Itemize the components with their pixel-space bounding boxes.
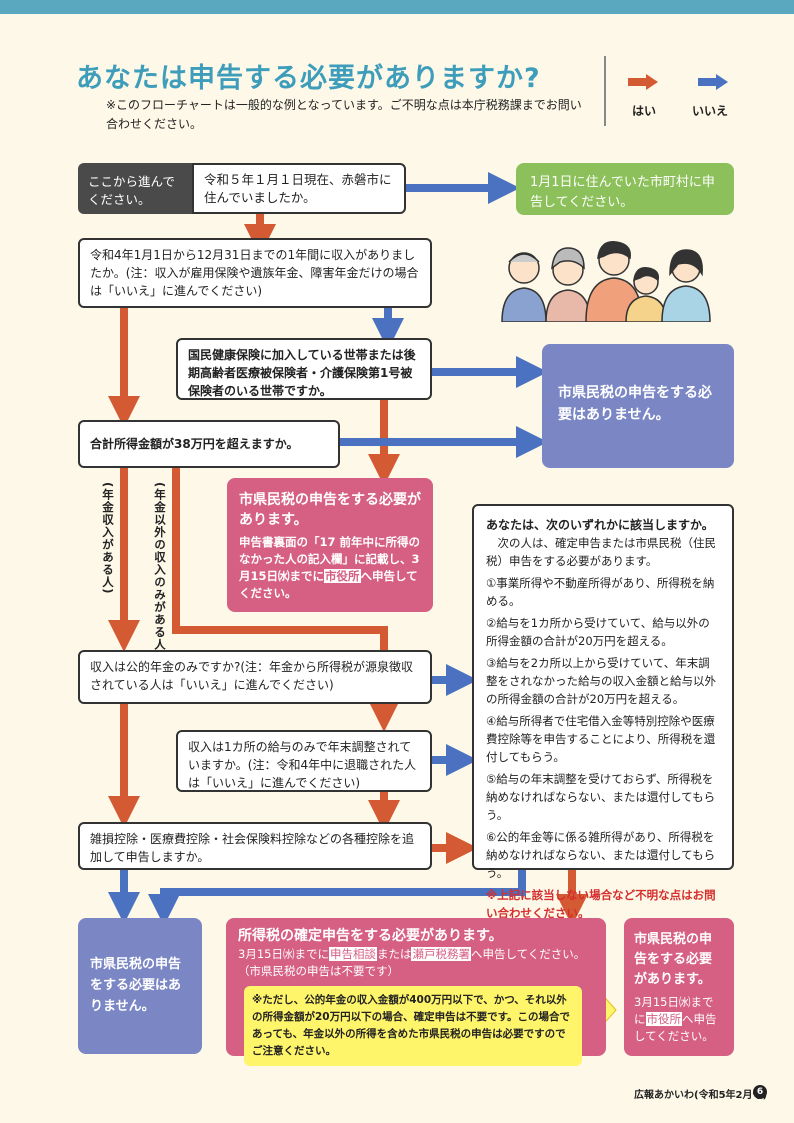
page-title: あなたは申告する必要がありますか?	[76, 63, 541, 94]
family-illustration	[501, 241, 711, 322]
question-insurance: 国民健康保険に加入している世帯または後期高齢者医療被保険者・介護保険第1号被保険…	[176, 338, 432, 400]
city-office-highlight: 市役所	[324, 569, 361, 583]
income-tax-title: 所得税の確定申告をする必要があります。	[238, 928, 503, 944]
city-tax-text-a: 3月15日㈬までに	[634, 995, 714, 1026]
page-number: 6	[753, 1085, 767, 1099]
result-city-tax: 市県民税の申告をする必要があります。 3月15日㈬までに市役所へ申告してください…	[624, 918, 734, 1056]
question-income: 令和4年1月1日から12月31日までの1年間に収入がありましたか。(注：収入が雇…	[78, 238, 432, 308]
question-residence: 令和５年１月１日現在、赤磐市に住んでいましたか。	[192, 163, 406, 214]
city-tax-body: 3月15日㈬までに市役所へ申告してください。	[634, 994, 724, 1045]
divider	[604, 56, 606, 126]
result-no-need-bottom: 市県民税の申告をする必要はありません。	[78, 918, 202, 1054]
city-tax-text-b: へ申告してください。	[634, 1012, 717, 1043]
applicable-warning: ※上記に該当しない場合など不明な点はお問い合わせください。	[486, 888, 716, 920]
city-tax-title: 市県民税の申告をする必要があります。	[634, 932, 713, 987]
result-need-city-tax: 市県民税の申告をする必要があります。 申告書裏面の「17 前年中に所得のなかった…	[227, 478, 433, 612]
applicable-title: あなたは、次のいずれかに該当しますか。	[486, 518, 714, 532]
result-income-tax: 所得税の確定申告をする必要があります。 3月15日㈬までに申告相談または瀬戸税務…	[226, 918, 606, 1066]
header-note: ※このフローチャートは一般的な例となっています。ご不明な点は本庁税務課までお問い…	[106, 98, 582, 131]
city-tax-office-highlight: 市役所	[645, 1012, 682, 1026]
income-tax-note: ※ただし、公的年金の収入金額が400万円以下で、かつ、それ以外の所得金額が20万…	[244, 986, 582, 1066]
legend-no-label: いいえ	[692, 104, 729, 118]
result-need-title: 市県民税の申告をする必要があります。	[239, 492, 421, 528]
start-label: ここから進んでください。	[78, 163, 194, 214]
tax-office-highlight: 瀬戸税務署	[411, 947, 471, 961]
top-bar	[0, 0, 794, 14]
result-other-city: 1月1日に住んでいた市町村に申告してください。	[516, 163, 734, 215]
applicable-item-5: ⑤給与の年末調整を受けておらず、所得税を納めなければならない、または還付してもら…	[486, 772, 716, 822]
applicable-item-4: ④給与所得者で住宅借入金等特別控除や医療費控除等を申告することにより、所得税を還…	[486, 714, 716, 764]
income-tax-text-a: 3月15日㈬までに	[238, 947, 329, 961]
applicable-item-1: ①事業所得や不動産所得があり、所得税を納める。	[486, 576, 715, 608]
consultation-highlight: 申告相談	[328, 947, 377, 961]
yes-arrow-icon	[628, 74, 658, 90]
result-need-body: 申告書裏面の「17 前年中に所得のなかった人の記入欄」に記載し、3月15日㈬まで…	[239, 534, 421, 602]
applicable-item-2: ②給与を1カ所から受けていて、給与以外の所得金額の合計が20万円を超える。	[486, 616, 710, 648]
question-pension-only: 収入は公的年金のみですか?(注：年金から所得税が源泉徴収されている人は「いいえ」…	[78, 650, 432, 704]
arrow-q8-no	[148, 870, 526, 926]
applicable-item-3: ③給与を2カ所以上から受けていて、年末調整をされなかった給与の収入金額と給与以外…	[486, 656, 716, 706]
income-tax-body: 3月15日㈬までに申告相談または瀬戸税務署へ申告してください。	[238, 946, 594, 963]
question-applicable: あなたは、次のいずれかに該当しますか。 次の人は、確定申告または市県民税（住民税…	[472, 504, 734, 920]
no-arrow-icon	[698, 74, 728, 90]
label-pension-income: (年金収入がある人)	[101, 482, 115, 595]
question-deductions: 雑損控除・医療費控除・社会保険料控除などの各種控除を追加して申告しますか。	[78, 822, 432, 870]
applicable-intro: 次の人は、確定申告または市県民税（住民税）申告をする必要があります。	[486, 536, 716, 568]
footer-text: 広報あかいわ(令和5年2月号)	[634, 1090, 768, 1101]
result-no-need-top: 市県民税の申告をする必要はありません。	[542, 344, 734, 468]
legend-yes-label: はい	[632, 104, 657, 118]
label-other-income: (年金以外の収入のみがある人)	[153, 482, 167, 658]
question-total-income: 合計所得金額が38万円を超えますか。	[78, 420, 340, 468]
income-tax-note-small: （市県民税の申告は不要です）	[238, 964, 399, 978]
question-salary-only: 収入は1カ所の給与のみで年末調整されていますか。(注：令和4年中に退職された人は…	[176, 730, 432, 792]
result-need-text-b: へ申告してください。	[239, 569, 418, 600]
result-need-text-a: 申告書裏面の「17 前年中に所得のなかった人の記入欄」に記載し、3月15日㈬まで…	[239, 535, 421, 583]
income-tax-text-c: へ申告してください。	[470, 947, 586, 961]
applicable-item-6: ⑥公的年金等に係る雑所得があり、所得税を納めなければならない、または還付してもら…	[486, 830, 716, 880]
income-tax-text-b: または	[376, 947, 412, 961]
